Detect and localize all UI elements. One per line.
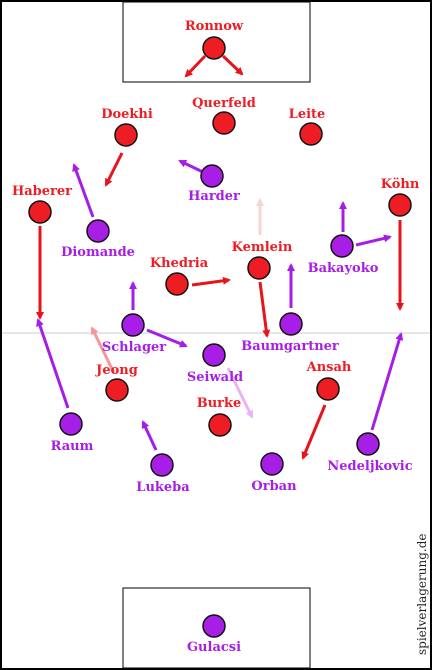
player-marker [28, 200, 52, 224]
player-harder: Harder [188, 164, 240, 204]
player-name: Leite [289, 107, 326, 122]
player-marker [165, 272, 189, 296]
player-orban: Orban [251, 452, 297, 494]
player-gulacsi: Gulacsi [187, 614, 241, 655]
player-doekhi: Doekhi [101, 107, 153, 147]
player-marker [330, 234, 354, 258]
player-name: Ronnow [185, 19, 244, 34]
movement-arrow [141, 420, 158, 451]
movement-arrow [36, 318, 70, 409]
player-name: Raum [51, 439, 94, 454]
credit-watermark: spielverlagerung.de [415, 534, 429, 655]
player-khedria: Khedria [150, 256, 209, 296]
player-name: Köhn [381, 177, 420, 192]
player-name: Harder [188, 189, 240, 204]
movement-arrow [301, 404, 327, 460]
player-marker [150, 453, 174, 477]
movement-arrow [258, 281, 271, 338]
player-ansah: Ansah [306, 360, 352, 401]
player-ronnow: Ronnow [185, 19, 244, 60]
player-kohn: Köhn [381, 177, 420, 217]
player-marker [299, 122, 323, 146]
player-marker [208, 413, 232, 437]
player-name: Gulacsi [187, 640, 241, 655]
player-name: Khedria [150, 256, 209, 271]
player-lukeba: Lukeba [136, 453, 190, 495]
movement-arrow [178, 159, 206, 175]
player-name: Diomande [61, 245, 135, 260]
player-marker [316, 377, 340, 401]
player-baumgartner: Baumgartner [241, 312, 339, 354]
player-marker [121, 313, 145, 337]
player-name: Schlager [102, 340, 166, 355]
player-bakayoko: Bakayoko [308, 234, 379, 276]
movement-arrow [90, 326, 116, 374]
player-marker [202, 36, 226, 60]
movement-arrow [370, 332, 404, 431]
movement-arrows [36, 54, 404, 460]
player-name: Jeong [95, 363, 138, 378]
movement-arrow [146, 328, 188, 348]
player-marker [279, 312, 303, 336]
movement-arrow [184, 54, 207, 78]
player-name: Kemlein [232, 240, 293, 255]
movement-arrow [226, 367, 254, 419]
top-penalty-box [122, 1, 311, 83]
player-nedeljkovic: Nedeljkovic [327, 432, 413, 474]
player-marker [212, 111, 236, 135]
player-name: Lukeba [136, 480, 190, 495]
player-marker [114, 123, 138, 147]
player-leite: Leite [289, 107, 326, 146]
bottom-penalty-box [122, 587, 311, 669]
player-burke: Burke [197, 396, 242, 437]
player-name: Bakayoko [308, 261, 379, 276]
player-marker [247, 256, 271, 280]
player-raum: Raum [51, 412, 94, 454]
player-diomande: Diomande [61, 219, 135, 260]
movement-arrow [355, 234, 392, 247]
player-marker [105, 378, 129, 402]
player-schlager: Schlager [102, 313, 166, 355]
player-marker [388, 193, 412, 217]
player-kemlein: Kemlein [232, 240, 293, 280]
player-marker [260, 452, 284, 476]
player-name: Baumgartner [241, 339, 339, 354]
movement-arrow [191, 276, 231, 287]
player-querfeld: Querfeld [192, 96, 256, 135]
player-name: Seiwald [187, 370, 243, 385]
movement-arrow [221, 54, 244, 76]
player-seiwald: Seiwald [187, 343, 243, 385]
movement-arrow [72, 163, 95, 218]
player-jeong: Jeong [95, 363, 138, 402]
player-haberer: Haberer [12, 184, 72, 224]
movement-arrow [104, 152, 124, 187]
player-name: Orban [251, 479, 297, 494]
player-name: Ansah [306, 360, 352, 375]
player-marker [202, 343, 226, 367]
player-marker [202, 614, 226, 638]
player-name: Nedeljkovic [327, 459, 412, 474]
player-name: Doekhi [101, 107, 153, 122]
player-marker [200, 164, 224, 188]
player-name: Burke [197, 396, 242, 411]
player-marker [356, 432, 380, 456]
player-name: Querfeld [192, 96, 256, 111]
player-marker [59, 412, 83, 436]
player-marker [86, 219, 110, 243]
player-name: Haberer [12, 184, 72, 199]
